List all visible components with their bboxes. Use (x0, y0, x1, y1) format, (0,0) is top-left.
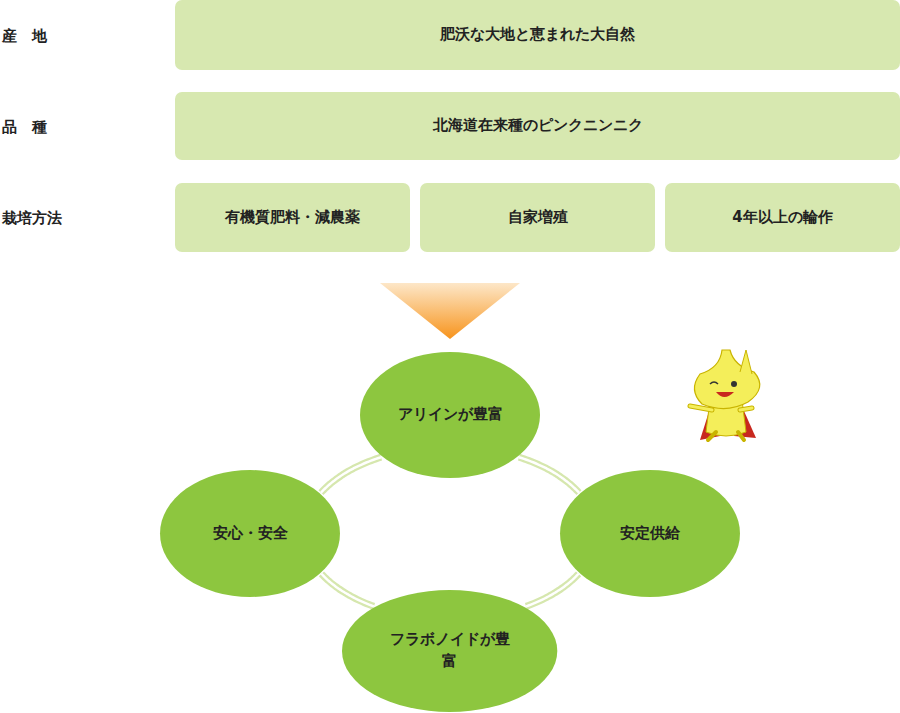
feature-circle: 安定供給 (560, 470, 740, 597)
node-text: 北海道在来種のピンクニンニク (427, 115, 649, 137)
node-text: 有機質肥料・減農薬 (219, 207, 366, 229)
ring-band (321, 574, 373, 607)
feature-circle: フラボノイドが豊富 (342, 590, 557, 712)
mascot-mouth (716, 392, 734, 397)
circle-fill (360, 352, 540, 478)
row-label: 品 種 (2, 118, 47, 137)
ring-connector (526, 574, 578, 607)
info-box: 自家増殖 (420, 183, 655, 252)
info-box: 肥沃な大地と恵まれた大自然 (175, 0, 900, 70)
node-text: 4年以上の輪作 (726, 207, 838, 229)
row-label: 栽培方法 (2, 209, 62, 228)
node-text: フラボノイドが豊富 (379, 629, 521, 673)
node-text: アリインが豊富 (392, 404, 509, 426)
ring-connector (519, 457, 579, 492)
feature-circle: アリインが豊富 (360, 352, 540, 478)
mascot-sprout (740, 350, 752, 374)
info-box: 有機質肥料・減農薬 (175, 183, 410, 252)
ring-inner-line (519, 457, 579, 492)
mascot-head (694, 350, 759, 409)
feature-circle: 安心・安全 (160, 470, 340, 597)
ring-band (526, 574, 578, 607)
mascot-legs (708, 432, 744, 440)
node-text: 自家増殖 (502, 207, 574, 229)
ring-inner-line (321, 457, 381, 492)
node-text: 肥沃な大地と恵まれた大自然 (434, 24, 641, 46)
node-text: 安定供給 (614, 523, 686, 545)
circle-fill (560, 470, 740, 597)
circle-shape (342, 590, 557, 712)
ring-band (321, 457, 381, 492)
mascot-eye (710, 382, 718, 384)
ring-connector (321, 574, 373, 607)
circle-fill (342, 590, 557, 712)
info-box: 4年以上の輪作 (665, 183, 900, 252)
ring-inner-line (321, 574, 373, 607)
down-arrow (380, 283, 520, 339)
row-label: 産 地 (2, 27, 47, 46)
node-text: 安心・安全 (207, 523, 294, 545)
info-box: 北海道在来種のピンクニンニク (175, 92, 900, 160)
ring-inner-line (526, 574, 578, 607)
ring-band (519, 457, 579, 492)
mascot-eye (731, 381, 737, 387)
circle-fill (160, 470, 340, 597)
garlic-mascot (690, 350, 760, 440)
ring-connector (321, 457, 381, 492)
